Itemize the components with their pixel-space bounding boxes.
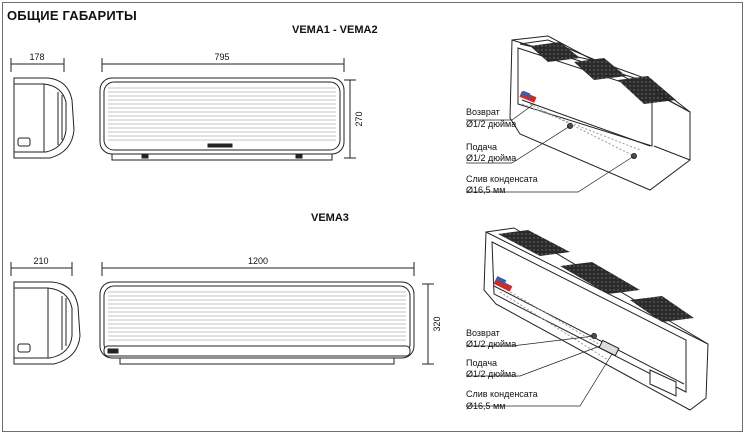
callout-supply-label-1: Подача — [466, 142, 497, 152]
callout-supply-size-2: Ø1/2 дюйма — [466, 369, 516, 379]
callout-return-label-2: Возврат — [466, 328, 500, 338]
callout-supply-label-2: Подача — [466, 358, 497, 368]
dim-width-1: 795 — [214, 52, 229, 62]
callout-lines-2 — [466, 335, 613, 407]
callout-drain-label-1: Слив конденсата — [466, 174, 538, 184]
dim-height-2: 320 — [432, 316, 442, 331]
callout-supply-size-1: Ø1/2 дюйма — [466, 153, 516, 163]
model-label-vema1-vema2: VEMA1 - VEMA2 — [292, 24, 378, 36]
model-label-vema3: VEMA3 — [311, 212, 349, 224]
page-title: ОБЩИЕ ГАБАРИТЫ — [7, 8, 137, 23]
side-view-unit-1 — [10, 58, 75, 159]
dim-width-2: 1200 — [248, 256, 268, 266]
dim-depth-1: 178 — [29, 52, 44, 62]
callout-return-label-1: Возврат — [466, 107, 500, 117]
callout-lines-1 — [466, 103, 635, 193]
callout-return-size-1: Ø1/2 дюйма — [466, 119, 516, 129]
callout-drain-size-1: Ø16,5 мм — [466, 185, 505, 195]
callout-drain-size-2: Ø16,5 мм — [466, 401, 505, 411]
dim-height-1: 270 — [354, 111, 364, 126]
iso-view-unit-1 — [509, 35, 691, 191]
front-view-unit-2 — [99, 262, 434, 365]
iso-view-unit-2 — [483, 227, 709, 411]
side-view-unit-2 — [10, 262, 81, 365]
dim-depth-2: 210 — [33, 256, 48, 266]
front-view-unit-1 — [99, 58, 356, 161]
callout-return-size-2: Ø1/2 дюйма — [466, 339, 516, 349]
callout-drain-label-2: Слив конденсата — [466, 389, 538, 399]
